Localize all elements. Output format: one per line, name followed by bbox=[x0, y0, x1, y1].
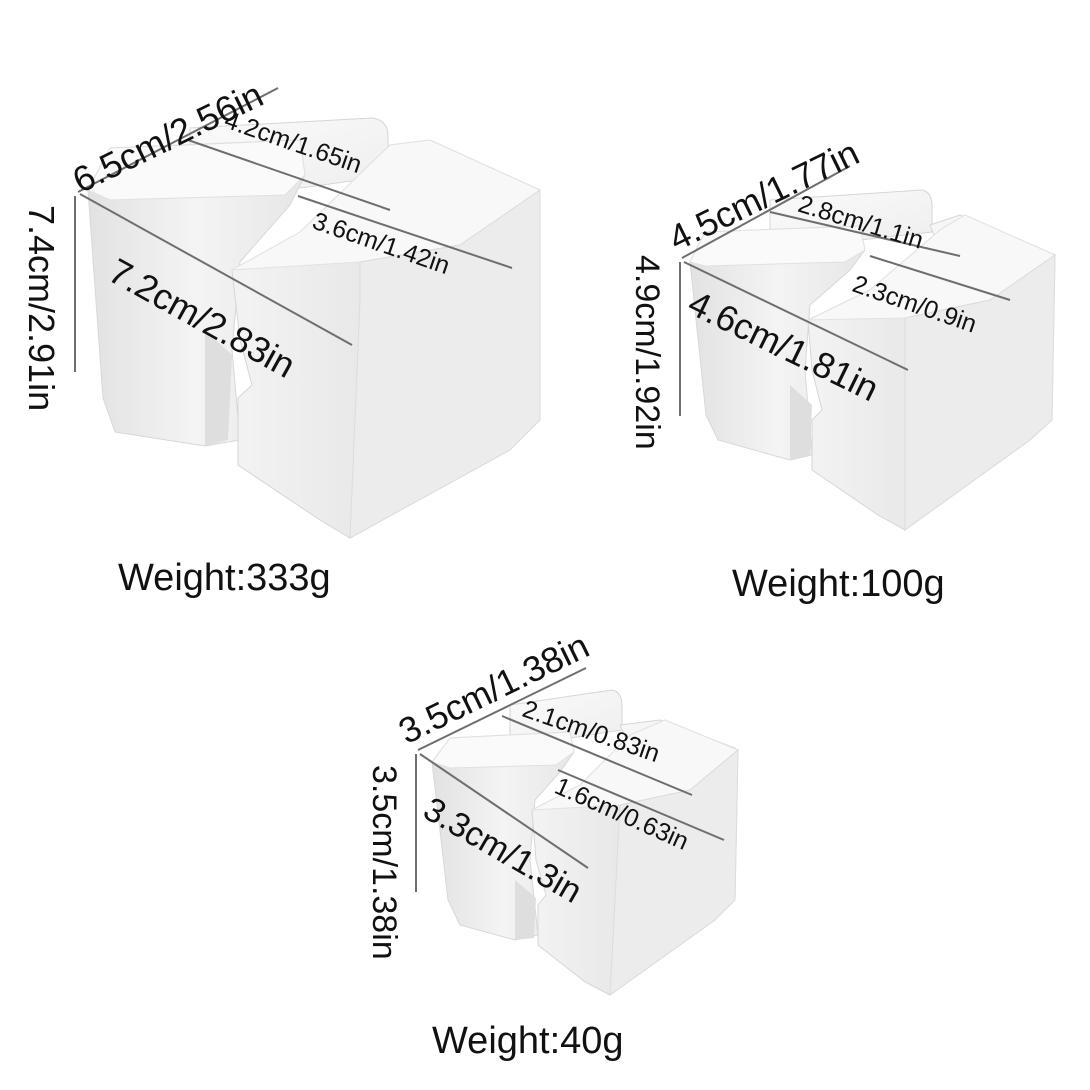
large-width-line bbox=[77, 87, 279, 193]
medium-length-line bbox=[683, 261, 909, 371]
small-width-line bbox=[417, 667, 587, 751]
dimension-lines bbox=[74, 87, 1011, 892]
large-mold bbox=[87, 117, 542, 539]
medium-slot-width-line bbox=[869, 255, 1011, 301]
large-length-line bbox=[79, 193, 353, 346]
small-length-line bbox=[419, 753, 589, 869]
large-weight-label: Weight:333g bbox=[118, 557, 331, 599]
small-mold bbox=[431, 689, 739, 997]
medium-height-label: 4.9cm/1.92in bbox=[628, 255, 666, 450]
medium-width-line bbox=[681, 165, 851, 259]
large-slot-width-line bbox=[297, 195, 513, 269]
small-height-label: 3.5cm/1.38in bbox=[365, 765, 403, 960]
small-slot-width-line bbox=[557, 769, 725, 841]
small-weight-label: Weight:40g bbox=[432, 1020, 624, 1062]
medium-weight-label: Weight:100g bbox=[732, 563, 945, 605]
large-height-label: 7.4cm/2.91in bbox=[21, 205, 62, 412]
medium-slot-length-line bbox=[769, 211, 961, 257]
small-slot-length-line bbox=[501, 715, 693, 796]
large-slot-length-line bbox=[187, 139, 391, 211]
